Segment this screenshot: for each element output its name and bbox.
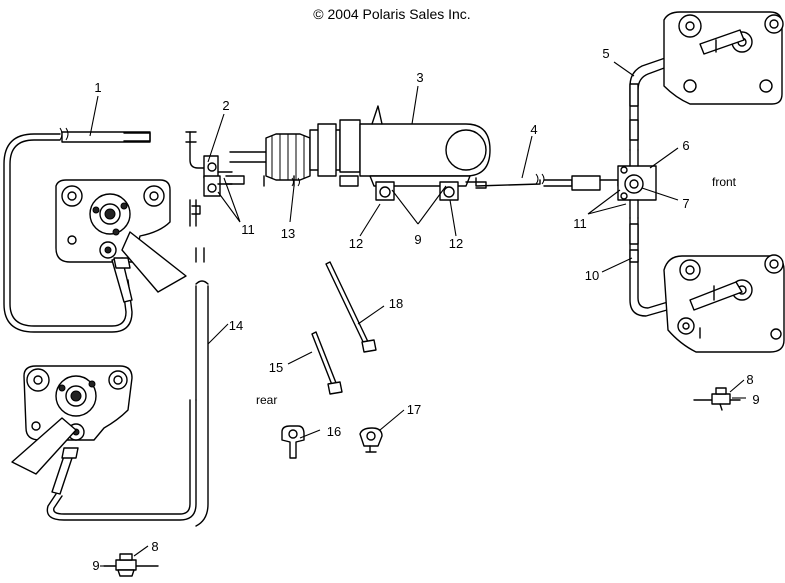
callout-7: 7	[682, 196, 689, 211]
callout-13: 13	[281, 226, 295, 241]
callout-9-master: 9	[414, 232, 421, 247]
brake-line-5	[629, 45, 703, 151]
copyright-text: © 2004 Polaris Sales Inc.	[313, 6, 470, 22]
brake-line-lower-left	[46, 399, 197, 521]
part-15	[311, 331, 343, 395]
callout-12-left: 12	[349, 236, 363, 251]
part-8-right	[693, 387, 741, 411]
callout-4: 4	[530, 122, 537, 137]
brake-line-4	[475, 173, 619, 191]
callout-1: 1	[94, 80, 101, 95]
callout-11-right: 11	[573, 216, 587, 231]
callout-9-left: 9	[92, 558, 99, 573]
part-8-left	[103, 553, 159, 577]
callout-8-left: 8	[151, 539, 158, 554]
callout-15: 15	[269, 360, 283, 375]
front-label: front	[712, 175, 737, 189]
front-caliper-lower	[663, 254, 785, 353]
rear-label: rear	[256, 393, 277, 407]
junction-2	[189, 131, 245, 227]
callout-18: 18	[389, 296, 403, 311]
rear-caliper-lower	[11, 365, 133, 495]
callout-5: 5	[602, 46, 609, 61]
callout-17: 17	[407, 402, 421, 417]
part-18	[325, 261, 377, 353]
callouts: 1 2 3 4 5 6 7 8 8 9 9 9 10 11 11 12 12 1…	[92, 46, 759, 573]
callout-14: 14	[229, 318, 243, 333]
callout-10: 10	[585, 268, 599, 283]
brake-line-1	[3, 127, 197, 333]
part-16	[281, 425, 305, 459]
part-17	[359, 427, 383, 453]
pushrod-13	[229, 133, 311, 187]
rear-caliper-upper	[55, 179, 187, 303]
callout-3: 3	[416, 70, 423, 85]
callout-12-right: 12	[449, 236, 463, 251]
junction-6	[617, 149, 657, 219]
callout-2: 2	[222, 98, 229, 113]
master-cylinder-3	[309, 105, 491, 201]
front-caliper-upper	[663, 11, 784, 105]
leader-lines	[89, 61, 746, 567]
callout-11-left: 11	[241, 222, 255, 237]
brake-line-10	[629, 217, 717, 317]
callout-8-right: 8	[746, 372, 753, 387]
callout-9-right: 9	[752, 392, 759, 407]
callout-16: 16	[327, 424, 341, 439]
brake-line-14	[195, 247, 209, 527]
callout-6: 6	[682, 138, 689, 153]
